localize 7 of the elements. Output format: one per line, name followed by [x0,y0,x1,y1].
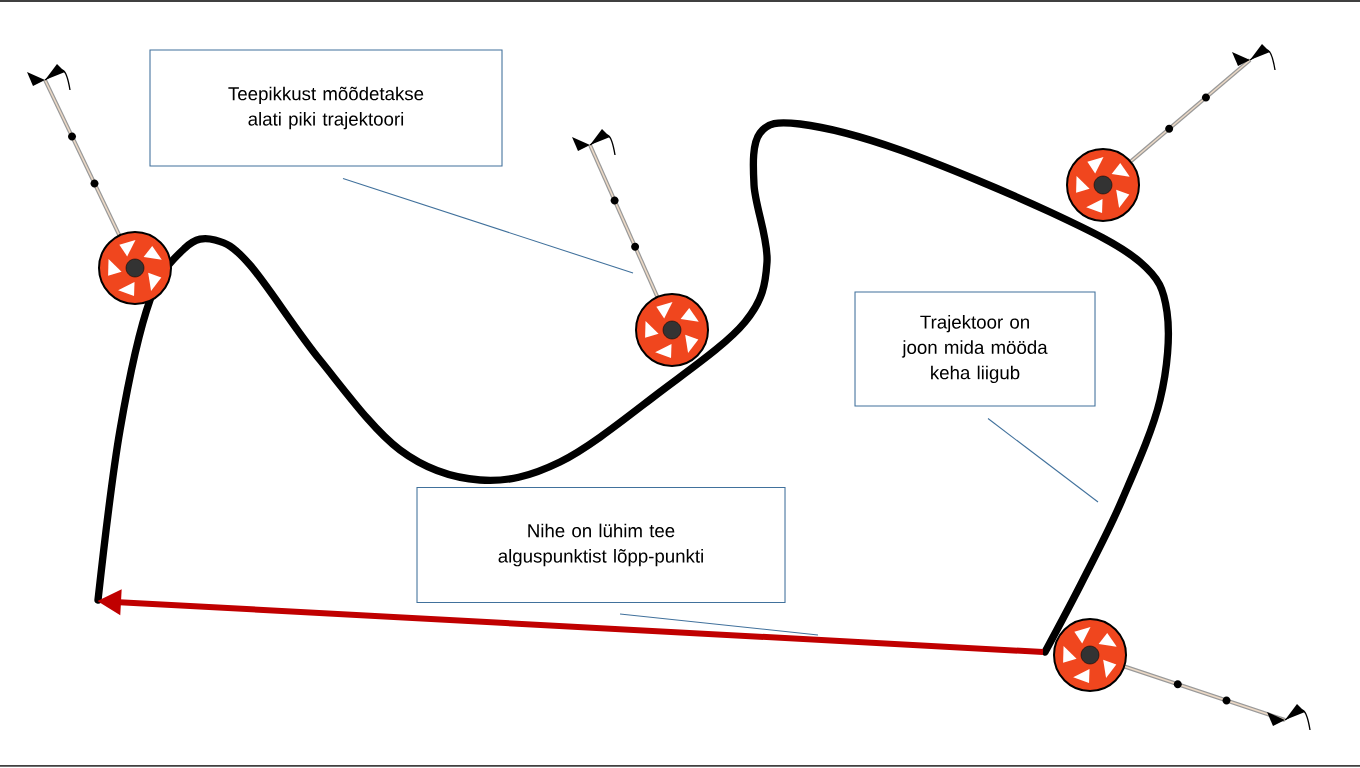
text-box: Nihe on lühim tee alguspunktist lõpp-punkti [416,487,786,603]
leader-line [619,613,819,636]
measuring-wheel-drawing [572,129,709,367]
leader-line [987,418,1099,503]
text-box: Teepikkust mõõdetakse alati piki trajektoori [149,49,503,167]
text-box: Trajektoor on joon mida mööda keha liigub [854,291,1096,407]
leader-line [342,178,634,274]
